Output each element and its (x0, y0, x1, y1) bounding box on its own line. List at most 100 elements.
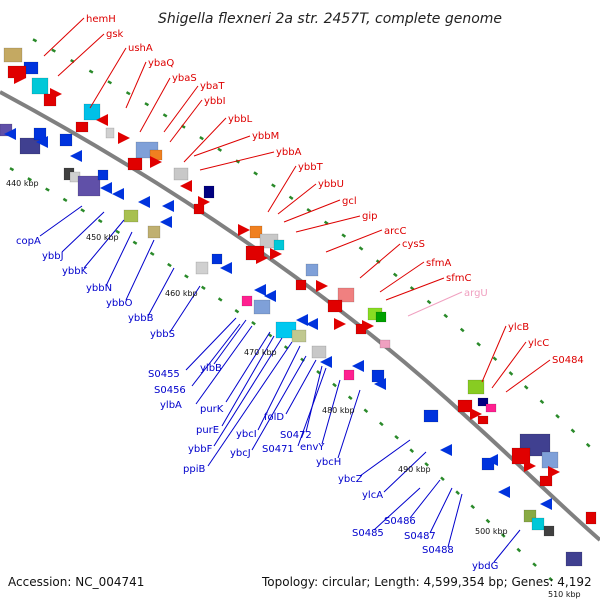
gene-label-ybbS[interactable]: ybbS (150, 329, 175, 340)
gene-label-ybbL[interactable]: ybbL (228, 114, 253, 125)
gene-label-ppiB[interactable]: ppiB (183, 464, 205, 475)
page-title: Shigella flexneri 2a str. 2457T, complet… (158, 11, 502, 27)
gene-label-copA[interactable]: copA (16, 236, 41, 247)
tick-mark (375, 259, 381, 264)
gene-label-ybcJ[interactable]: ybcJ (230, 448, 251, 459)
tick-mark (459, 327, 465, 333)
gene-label-ybbM[interactable]: ybbM (252, 131, 279, 142)
leader-line (125, 239, 155, 301)
gene-label-ylbB[interactable]: ylbB (200, 363, 222, 374)
gene-label-gcl[interactable]: gcl (342, 196, 357, 207)
tick-mark (508, 371, 514, 376)
gene-label-S0488[interactable]: S0488 (422, 545, 454, 556)
leader-line (359, 243, 401, 279)
tick-label-450: 450 kbp (86, 233, 119, 242)
gene-label-gsk[interactable]: gsk (106, 29, 124, 40)
gene-label-sfmA[interactable]: sfmA (426, 258, 451, 269)
leader-line (447, 493, 463, 548)
gene-block (59, 133, 73, 147)
gene-label-ybbI[interactable]: ybbI (204, 96, 226, 107)
leader-line (139, 77, 171, 133)
gene-label-ybcI[interactable]: ybcI (236, 429, 257, 440)
gene-label-S0456[interactable]: S0456 (154, 385, 186, 396)
gene-label-argU[interactable]: argU (464, 288, 488, 299)
gene-label-purK[interactable]: purK (200, 404, 224, 415)
gene-arrow (486, 454, 498, 466)
gene-label-S0455[interactable]: S0455 (148, 369, 180, 380)
gene-label-ybdG[interactable]: ybdG (472, 561, 498, 572)
gene-label-ylcC[interactable]: ylcC (528, 338, 549, 349)
leader-line (61, 211, 105, 253)
gene-label-cysS[interactable]: cysS (402, 239, 425, 250)
leader-line (225, 331, 271, 403)
leader-line (373, 487, 421, 531)
gene-block (305, 263, 319, 277)
tick-mark (358, 246, 364, 251)
tick-mark (234, 309, 240, 314)
gene-block (511, 447, 531, 465)
gene-label-ushA[interactable]: ushA (128, 43, 153, 54)
leader-line (295, 215, 361, 233)
gene-arrow (150, 156, 162, 168)
gene-block (77, 175, 101, 197)
tick-mark (62, 197, 68, 202)
gene-label-ybbB[interactable]: ybbB (128, 313, 154, 324)
plus-strand-labels: hemH gsk ushA ybaQ ybaS ybaT ybbI ybbL y… (86, 14, 584, 366)
gene-label-sfmC[interactable]: sfmC (446, 273, 471, 284)
gene-arrow (362, 320, 374, 332)
tick-mark (80, 208, 86, 213)
gene-label-ylcB[interactable]: ylcB (508, 322, 529, 333)
gene-label-S0484[interactable]: S0484 (552, 355, 584, 366)
tick-mark (476, 341, 481, 347)
gene-label-ybbN[interactable]: ybbN (86, 283, 112, 294)
gene-label-ybcZ[interactable]: ybcZ (338, 474, 363, 485)
gene-label-ybaQ[interactable]: ybaQ (148, 58, 174, 69)
gene-label-ybbT[interactable]: ybbT (298, 162, 324, 173)
gene-arrow (296, 314, 308, 326)
tick-mark (132, 240, 138, 245)
gene-label-ybaS[interactable]: ybaS (172, 73, 197, 84)
gene-label-S0485[interactable]: S0485 (352, 528, 384, 539)
gene-label-ybbJ[interactable]: ybbJ (42, 251, 64, 262)
gene-block (337, 287, 355, 303)
gene-arrow (352, 360, 364, 372)
tick-mark (424, 462, 429, 467)
gene-label-ybbK[interactable]: ybbK (62, 266, 88, 277)
gene-label-purE[interactable]: purE (196, 425, 219, 436)
gene-label-ybbA[interactable]: ybbA (276, 147, 302, 158)
gene-label-ylbA[interactable]: ylbA (160, 400, 182, 411)
gene-label-ybbU[interactable]: ybbU (318, 179, 344, 190)
gene-block (75, 121, 89, 133)
leader-line (385, 277, 445, 301)
leader-line (213, 337, 283, 447)
gene-label-folD[interactable]: folD (264, 412, 284, 423)
leader-line (43, 17, 85, 57)
gene-label-ybbF[interactable]: ybbF (188, 444, 213, 455)
gene-block (241, 295, 253, 307)
gene-label-S0487[interactable]: S0487 (404, 531, 436, 542)
tick-mark (184, 274, 189, 279)
gene-label-envY[interactable]: envY (300, 442, 325, 453)
gene-label-ybbO[interactable]: ybbO (106, 298, 133, 309)
gene-label-ylcA[interactable]: ylcA (362, 490, 383, 501)
tick-mark (288, 195, 294, 200)
leader-line (337, 389, 361, 459)
gene-block (147, 225, 161, 239)
gene-label-gip[interactable]: gip (362, 211, 377, 222)
tick-mark (347, 395, 353, 401)
gene-arrow (470, 408, 482, 420)
gene-label-S0472[interactable]: S0472 (280, 430, 312, 441)
tick-mark (27, 177, 32, 182)
gene-label-S0471[interactable]: S0471 (262, 444, 294, 455)
gene-arrow (4, 128, 16, 140)
gene-arrow (540, 498, 552, 510)
gene-label-S0486[interactable]: S0486 (384, 516, 416, 527)
gene-label-ybcH[interactable]: ybcH (316, 457, 341, 468)
tick-mark (9, 167, 15, 172)
gene-label-ybaT[interactable]: ybaT (200, 81, 225, 92)
tick-mark (149, 251, 155, 256)
gene-label-arcC[interactable]: arcC (384, 226, 407, 237)
gene-label-hemH[interactable]: hemH (86, 14, 116, 25)
tick-label-470: 470 kbp (244, 348, 277, 357)
